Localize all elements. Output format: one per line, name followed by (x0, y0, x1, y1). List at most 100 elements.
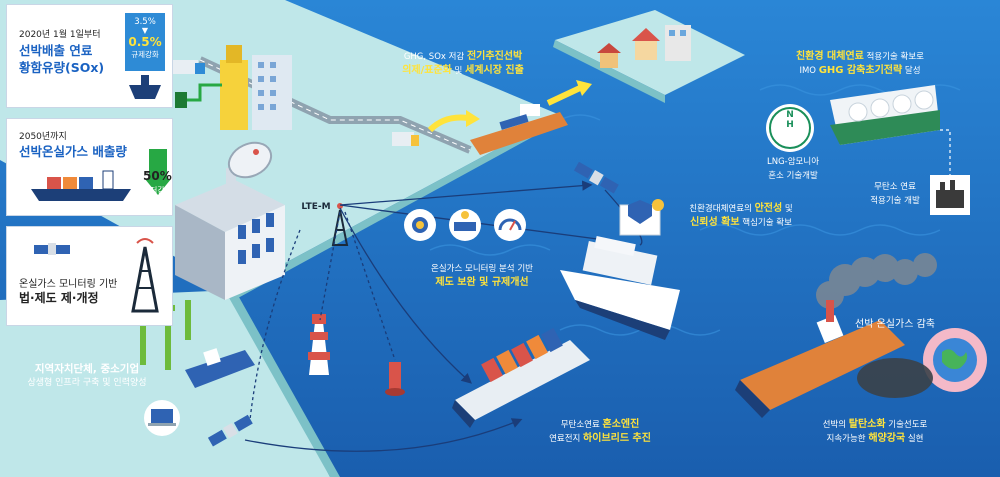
safety-pre1: 친환경대체연료의 (689, 204, 755, 214)
laptop-icon (144, 400, 180, 436)
ghg-tag: 저감 (150, 186, 165, 195)
decarbonization-label: 선박의 탈탄소화 기술선도로 지속가능한 해양강국 실현 (795, 418, 955, 446)
molecule-icon (766, 104, 814, 152)
electric-ship-label: GHG, SOx 저감 전기추진선박 의제/표준화 및 세계시장 진출 (378, 50, 548, 78)
sox-date: 2020년 1월 1일부터 (19, 30, 101, 40)
molecule-label: N H (772, 110, 808, 130)
ghg-sox-hl2: 의제/표준화 (402, 65, 452, 76)
imo-hl1: 친환경 대체연료 (795, 51, 864, 62)
truck-icon (172, 60, 419, 146)
safety-hl2: 신뢰성 확보 (690, 217, 740, 228)
fuel-tank-icon (220, 45, 292, 130)
carbonfree-line2: 적용기술 개발 (870, 196, 920, 206)
radar-dish-icon (226, 141, 273, 198)
decarb-pre2: 지속가능한 (826, 434, 869, 444)
ghg-reduction-label: 선박 온실가스 감축 (840, 318, 950, 332)
sox-from-value: 3.5% (134, 17, 156, 27)
imo-pre2: IMO (799, 66, 819, 76)
ghg-reduction-panel: 2050년까지 선박온실가스 배출량 50% 저감 (6, 118, 173, 216)
cargo-ship-icon (31, 170, 131, 201)
lte-m-label: LTE-M (301, 202, 331, 212)
sox-title-1: 선박배출 연료 (19, 43, 93, 58)
satellite-icon (207, 414, 253, 447)
sox-value-box: 3.5% ▼ 0.5% 규제강화 (125, 13, 165, 71)
lng-line2: 혼소 기술개발 (768, 171, 818, 181)
harbor-ship-icon (185, 348, 255, 388)
imo-mid1: 적용기술 확보로 (863, 52, 925, 62)
local-title: 지역자치단체, 중소기업 (34, 363, 140, 375)
sox-title-2: 황함유량(SOx) (19, 60, 105, 75)
yellow-arrow-icon (546, 85, 582, 106)
carbonfree-line1: 무탄소 연료 (874, 182, 916, 192)
safety-post2: 핵심기술 확보 (739, 218, 792, 228)
decarb-post2: 실현 (905, 434, 924, 444)
land-harbor (0, 290, 330, 477)
satellite-icon (573, 161, 619, 194)
monitoring-law-panel: 온실가스 모니터링 기반 법·제도 제·개정 (6, 226, 173, 326)
yellow-arrowhead-icon (466, 110, 480, 127)
lng-carrier-icon (830, 85, 940, 145)
earth-icon (923, 328, 987, 392)
lng-line1: LNG-암모니아 (766, 157, 820, 167)
molecule-n: N (786, 110, 794, 120)
reduce-text: 선박 온실가스 감축 (855, 319, 935, 330)
lte-tower-icon (131, 238, 159, 313)
law-subtitle: 온실가스 모니터링 기반 (19, 279, 118, 290)
emission-cloud (857, 358, 933, 398)
satellite-icon (34, 243, 70, 255)
hybrid-hl2: 하이브리드 추진 (583, 433, 651, 444)
safety-hl1: 안전성 (754, 203, 783, 214)
power-line (185, 83, 222, 102)
ghg-sox-hl1: 전기추진선박 (466, 51, 523, 62)
hybrid-propulsion-label: 무탄소연료 혼소엔진 연료전지 하이브리드 추진 (525, 418, 675, 446)
control-center-icon (175, 180, 285, 300)
sox-tag: 규제강화 (131, 50, 159, 59)
down-arrow-icon: ▼ (141, 26, 149, 35)
imo-hl2: GHG 감축초기전략 (818, 65, 903, 76)
ghg-sox-hl3: 세계시장 진출 (465, 65, 524, 76)
smoke-plume (816, 253, 937, 309)
sox-to-value: 0.5% (128, 35, 162, 49)
shield-icon (619, 199, 664, 236)
island-edge (553, 40, 665, 103)
yellow-arrow-icon (427, 114, 469, 133)
land-harbor-edge (228, 290, 340, 477)
cruise-ship-icon (560, 235, 680, 340)
electric-ship-icon (470, 104, 568, 155)
ghg-title: 선박온실가스 배출량 (19, 144, 127, 159)
decarb-pre1: 선박의 (822, 420, 849, 430)
hybrid-pre2: 연료전지 (549, 434, 584, 444)
house-icon (597, 25, 691, 68)
gauge-icon (494, 209, 526, 241)
yellow-arrowhead-icon (576, 80, 592, 96)
hybrid-pre1: 무탄소연료 (560, 420, 603, 430)
ghg-value: 50% (143, 169, 172, 183)
factory-icon (930, 175, 970, 215)
sensor-icon (404, 209, 436, 241)
molecule-h: H (786, 120, 794, 130)
ghg-year: 2050년까지 (19, 132, 67, 142)
local-partnership-label: 지역자치단체, 중소기업 상생형 인프라 구축 및 인력양성 (12, 362, 162, 390)
plug-icon (175, 92, 187, 108)
carbonfree-fuel-label: 무탄소 연료 적용기술 개발 (862, 180, 928, 208)
decarb-hl1: 탈탄소화 (848, 419, 886, 430)
land-edge (235, 115, 560, 298)
ghg-arrow (145, 149, 171, 209)
buoy-icon (385, 362, 405, 396)
ghg-sox-pre: GHG, SOx 저감 (403, 52, 467, 62)
monitor-hl: 제도 보완 및 규제개선 (435, 277, 529, 288)
safety-label: 친환경대체연료의 안전성 및 신뢰성 확보 핵심기술 확보 (666, 202, 816, 230)
tanker-ship-icon (735, 300, 905, 418)
sox-regulation-panel: 2020년 1월 1일부터 선박배출 연료 황함유량(SOx) 3.5% ▼ 0… (6, 4, 173, 108)
ship-icon (129, 75, 161, 99)
monitor-line1: 온실가스 모니터링 분석 기반 (431, 264, 533, 274)
local-sub: 상생형 인프라 구축 및 인력양성 (27, 378, 147, 388)
law-title: 법·제도 제·개정 (19, 291, 99, 305)
lighthouse-icon (308, 314, 330, 375)
safety-post1: 및 (782, 204, 793, 214)
decarb-post1: 기술선도로 (885, 420, 928, 430)
decarb-hl2: 해양강국 (868, 433, 906, 444)
container-ship-icon (452, 327, 590, 428)
monitoring-analysis-label: 온실가스 모니터링 분석 기반 제도 보완 및 규제개선 (412, 262, 552, 290)
imo-post2: 달성 (902, 66, 921, 76)
